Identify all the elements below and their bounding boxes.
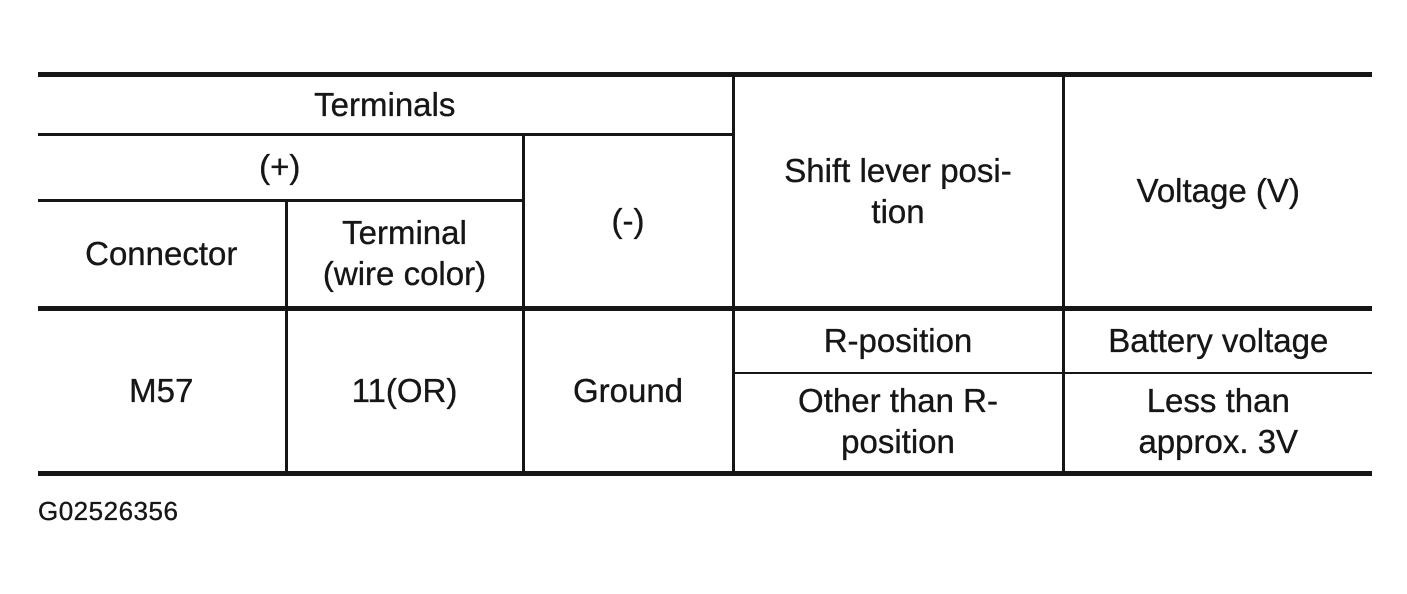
value-cell-ground: Ground <box>521 306 735 475</box>
result-cell-less-than-3v: Less than approx. 3V <box>1061 371 1373 475</box>
text-line: Shift lever posi- <box>784 151 1012 189</box>
header-cell-plus: (+) <box>38 133 525 202</box>
text-line: position <box>841 423 955 461</box>
text-line: Terminal <box>342 214 467 252</box>
result-cell-battery-voltage: Battery voltage <box>1061 306 1373 374</box>
header-cell-terminal-wire-color: Terminal (wire color) <box>284 199 525 310</box>
header-cell-voltage: Voltage (V) <box>1061 73 1373 310</box>
value-cell-terminal: 11(OR) <box>284 306 525 475</box>
header-cell-terminals: Terminals <box>38 73 735 136</box>
header-cell-shift-lever-position: Shift lever posi- tion <box>731 73 1065 310</box>
header-cell-minus: (-) <box>521 133 735 310</box>
value-cell-connector: M57 <box>38 306 288 475</box>
text-line: Other than R- <box>798 382 998 420</box>
text-line: approx. 3V <box>1138 423 1299 461</box>
text-line: tion <box>871 192 925 230</box>
text-line: Less than <box>1146 382 1290 420</box>
terminal-voltage-spec-table: Terminals Shift lever posi- tion Voltage… <box>38 72 1373 476</box>
condition-cell-r-position: R-position <box>731 306 1065 374</box>
condition-cell-other-than-r: Other than R- position <box>731 371 1065 475</box>
text-line: (wire color) <box>322 255 487 292</box>
header-cell-connector: Connector <box>38 199 288 310</box>
figure-id-caption: G02526356 <box>38 496 179 526</box>
